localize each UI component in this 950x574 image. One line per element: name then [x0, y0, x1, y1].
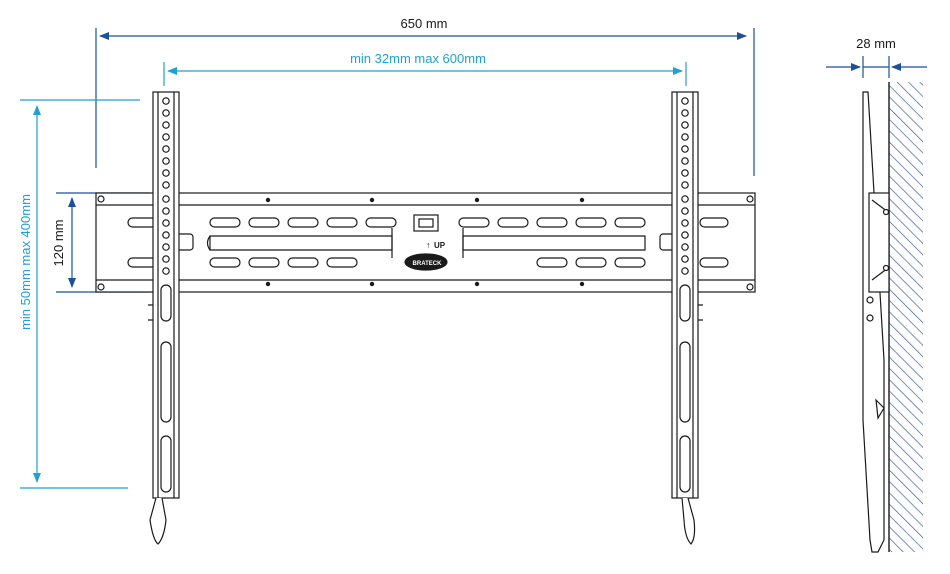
- overall-width-label: 650 mm: [401, 16, 448, 31]
- overall-width-dimension: 650 mm: [95, 16, 755, 176]
- vertical-range-label: min 50mm max 400mm: [18, 194, 33, 330]
- right-arm-holes: [679, 97, 691, 493]
- logo-text: BRATECK: [413, 261, 443, 267]
- vertical-range-dimension: min 50mm max 400mm: [18, 99, 140, 489]
- arm-spacing-dimension: min 32mm max 600mm: [163, 51, 687, 86]
- up-arrow-icon: ↑: [426, 240, 431, 250]
- arm-spacing-label: min 32mm max 600mm: [350, 51, 486, 66]
- up-label: UP: [434, 241, 446, 250]
- plate-slots: [127, 217, 729, 268]
- wall-hatching: [889, 82, 923, 552]
- wall-depth-label: 28 mm: [856, 36, 896, 51]
- side-profile: [862, 91, 890, 553]
- left-arm-holes: [160, 97, 172, 493]
- right-vertical-arm: [671, 91, 703, 545]
- left-vertical-arm: [148, 91, 180, 545]
- plate-screws: [265, 197, 585, 287]
- logo-badge: [404, 253, 448, 271]
- wall-plate: ↑ UP BRATECK: [95, 192, 756, 293]
- spirit-level: [413, 214, 439, 232]
- side-view: 28 mm: [826, 36, 927, 553]
- hole-spacing-label: 120 mm: [51, 220, 66, 267]
